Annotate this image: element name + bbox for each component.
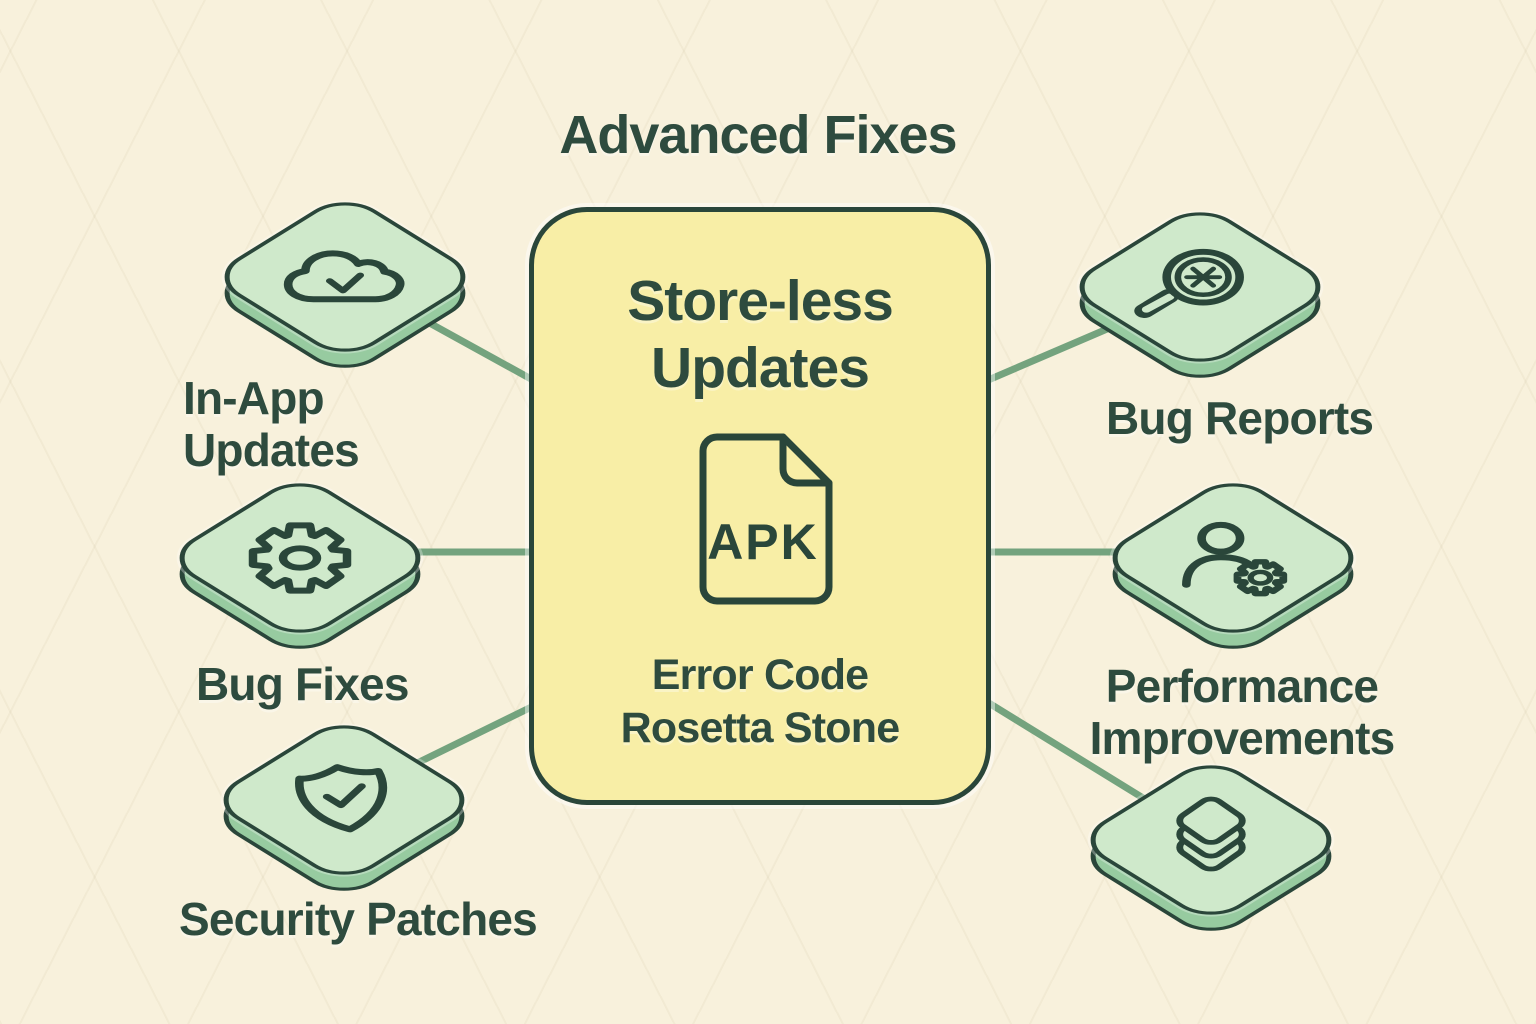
node-tile-bug-reports — [1050, 182, 1350, 392]
node-label-security-patches: Security Patches — [179, 893, 538, 946]
gear-icon — [240, 516, 360, 599]
shield-check-icon — [283, 758, 405, 843]
page-title: Advanced Fixes — [559, 105, 957, 165]
label-line: Improvements — [1089, 711, 1396, 764]
apk-file-icon: APK — [534, 431, 986, 611]
card-title: Store-less Updates — [534, 268, 986, 403]
node-tile-bug-fixes — [150, 453, 450, 663]
label-line: Bug Fixes — [196, 658, 409, 710]
bug-magnifier-icon — [1114, 245, 1266, 330]
card-title-line2: Updates — [651, 336, 870, 401]
label-line: Performance — [1105, 660, 1379, 712]
user-gear-icon — [1162, 516, 1304, 601]
apk-badge-label: APK — [707, 514, 819, 570]
cloud-check-icon — [279, 240, 411, 314]
card-subtitle-line2: Rosetta Stone — [620, 703, 901, 752]
node-tile-in-app-updates — [195, 172, 495, 382]
card-subtitle: Error Code Rosetta Stone — [534, 649, 986, 756]
node-label-in-app-updates: In-App Updates — [183, 372, 360, 476]
node-tile-stacked-layers — [1061, 735, 1361, 945]
card-title-line1: Store-less — [627, 269, 894, 333]
node-tile-performance-improvements — [1083, 453, 1383, 663]
node-label-bug-reports: Bug Reports — [1106, 392, 1374, 445]
label-line: Updates — [183, 423, 360, 476]
node-tile-security-patches — [194, 695, 494, 905]
label-line: Security Patches — [179, 893, 538, 945]
node-label-bug-fixes: Bug Fixes — [196, 658, 409, 711]
layers-icon — [1152, 793, 1270, 876]
node-label-performance-improvements: Performance Improvements — [1080, 660, 1404, 764]
center-card: Store-less Updates APK Error Code Rosett… — [529, 207, 991, 805]
card-subtitle-line1: Error Code — [651, 650, 869, 699]
label-line: Bug Reports — [1106, 392, 1374, 444]
label-line: In-App — [183, 372, 325, 424]
